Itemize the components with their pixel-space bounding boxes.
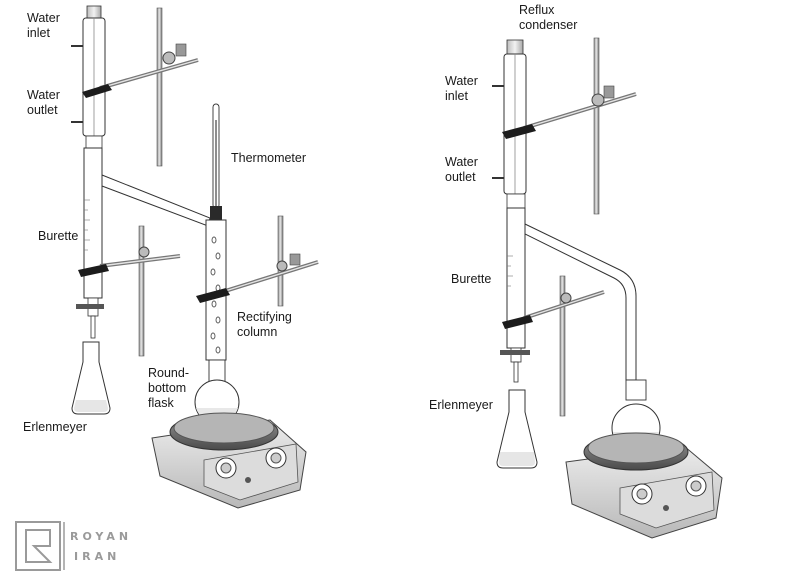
left-burette — [76, 147, 104, 339]
right-water-inlet-label: Water inlet — [445, 74, 478, 103]
left-thermometer — [210, 103, 222, 220]
right-burette — [500, 207, 530, 383]
left-side-arm — [101, 174, 211, 227]
round-bottom-flask-label: Round- bottom flask — [148, 366, 189, 410]
left-condenser-clamp — [82, 43, 199, 98]
logo-line-1: ROYAN — [70, 530, 133, 543]
right-burette-clamp — [502, 290, 605, 329]
rectifying-column-label: Rectifying column — [237, 310, 292, 339]
left-hot-plate — [151, 412, 307, 509]
right-burette-label: Burette — [451, 272, 492, 286]
right-condenser-clamp — [502, 85, 637, 139]
left-erlenmeyer-flask — [71, 341, 111, 415]
right-erlenmeyer-label: Erlenmeyer — [429, 398, 493, 412]
royan-iran-logo-icon — [15, 521, 65, 571]
logo-line-2: IRAN — [74, 550, 121, 563]
right-support-rod-2 — [559, 275, 566, 417]
left-water-outlet-label: Water outlet — [27, 88, 60, 117]
left-apparatus — [71, 5, 319, 509]
right-support-rod-1 — [593, 37, 600, 215]
left-burette-label: Burette — [38, 229, 79, 243]
left-water-inlet-label: Water inlet — [27, 11, 60, 40]
left-burette-clamp — [78, 246, 181, 277]
left-erlenmeyer-label: Erlenmeyer — [23, 420, 87, 434]
left-condenser — [71, 5, 106, 149]
right-side-tube — [524, 223, 637, 381]
left-support-rod-1 — [156, 7, 163, 167]
right-water-outlet-label: Water outlet — [445, 155, 478, 184]
left-support-rod-2 — [138, 225, 145, 357]
right-apparatus — [492, 37, 723, 539]
left-column-clamp — [196, 253, 319, 303]
right-hot-plate — [565, 432, 723, 539]
right-erlenmeyer-flask — [496, 389, 538, 469]
right-reflux-condenser — [492, 39, 527, 209]
reflux-condenser-label: Reflux condenser — [519, 3, 578, 32]
thermometer-label: Thermometer — [231, 151, 307, 165]
left-rectifying-column — [205, 219, 227, 361]
